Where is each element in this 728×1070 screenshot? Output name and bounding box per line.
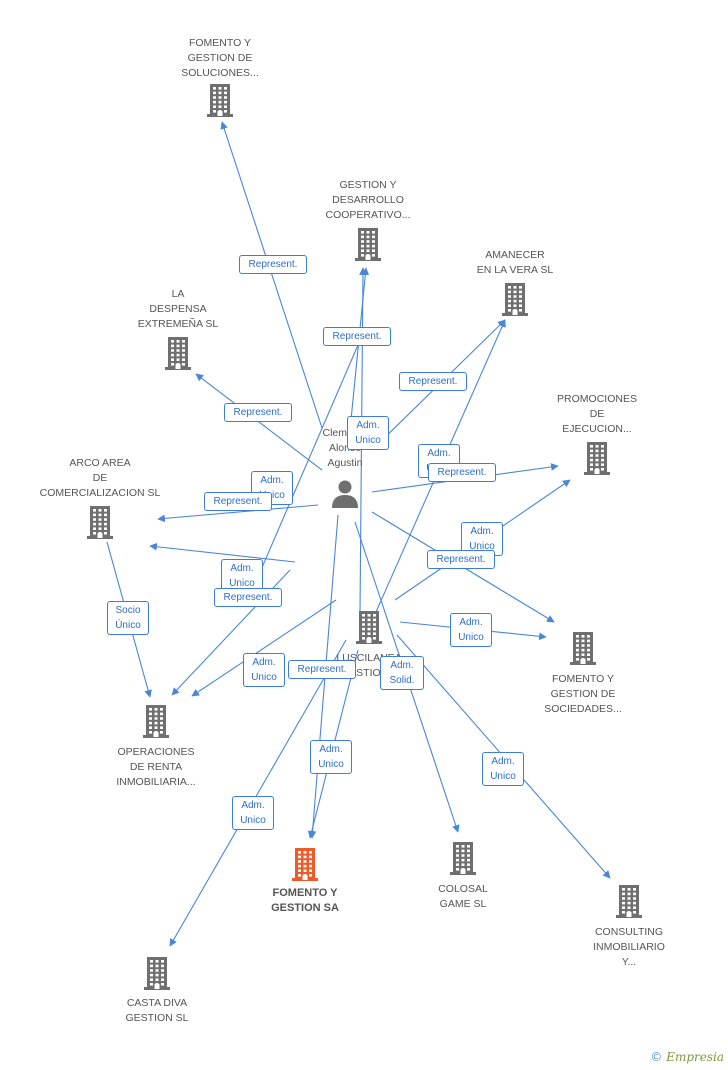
relationship-label: Adm. Unico (482, 752, 524, 786)
relationship-edge (195, 373, 323, 471)
building-icon[interactable] (448, 840, 478, 876)
relationship-label: Represent. (428, 463, 496, 482)
relationship-label: Represent. (239, 255, 307, 274)
building-icon[interactable] (290, 846, 320, 882)
company-label[interactable]: FOMENTO Y GESTION DE SOCIEDADES... (544, 673, 622, 715)
relationship-label: Represent. (288, 660, 356, 679)
building-icon[interactable] (163, 335, 193, 371)
building-icon[interactable] (205, 82, 235, 118)
relationship-label: Adm. Unico (221, 559, 263, 593)
building-icon[interactable] (142, 955, 172, 991)
relationship-label: Adm. Unico (347, 416, 389, 450)
relationship-edge (169, 639, 347, 947)
building-icon[interactable] (614, 883, 644, 919)
building-icon[interactable] (582, 440, 612, 476)
person-label[interactable]: Clemente Alonso Agustin (322, 427, 368, 469)
relationship-label: Adm. Unico (450, 613, 492, 647)
company-label[interactable]: PROMOCIONES DE EJECUCION... (557, 393, 637, 435)
relationship-edge (220, 121, 323, 429)
company-label[interactable]: AMANECER EN LA VERA SL (476, 249, 554, 276)
building-icon[interactable] (141, 703, 171, 739)
relationship-label: Adm. Unico (232, 796, 274, 830)
company-label[interactable]: OPERACIONES DE RENTA INMOBILIARIA... (116, 746, 196, 788)
building-icon[interactable] (353, 226, 383, 262)
brand-logo: Empresia (666, 1050, 724, 1064)
relationship-label: Represent. (204, 492, 272, 511)
building-icon[interactable] (85, 504, 115, 540)
relationship-edge (149, 542, 296, 563)
company-label[interactable]: FOMENTO Y GESTION SA (271, 887, 339, 914)
relationship-label: Represent. (224, 403, 292, 422)
company-label[interactable]: COLOSAL GAME SL (438, 883, 488, 910)
company-label[interactable]: FOMENTO Y GESTION DE SOLUCIONES... (181, 37, 259, 79)
building-icon[interactable] (500, 281, 530, 317)
relationship-label: Adm. Unico (243, 653, 285, 687)
relationship-label: Represent. (214, 588, 282, 607)
company-label[interactable]: GESTION Y DESARROLLO COOPERATIVO... (325, 179, 411, 221)
company-label[interactable]: CASTA DIVA GESTION SL (125, 997, 189, 1024)
relationship-label: Represent. (323, 327, 391, 346)
relationship-label: Adm. Solid. (380, 656, 424, 690)
relationship-label: Represent. (399, 372, 467, 391)
building-icon[interactable] (568, 630, 598, 666)
company-label[interactable]: LA DESPENSA EXTREMEÑA SL (137, 288, 219, 330)
copyright-icon: © (650, 1050, 663, 1064)
relationship-label: Represent. (427, 550, 495, 569)
relationship-edge (157, 504, 319, 523)
company-label[interactable]: CONSULTING INMOBILIARIO Y... (593, 926, 665, 968)
relationship-edge (191, 599, 337, 697)
relationship-edge (349, 267, 370, 431)
brand-footer: ©Empresia (650, 1050, 724, 1064)
relationship-edge (247, 344, 359, 601)
company-label[interactable]: ARCO AREA DE COMERCIALIZACION SL (39, 457, 161, 499)
person-icon[interactable] (330, 478, 360, 514)
building-icon[interactable] (354, 609, 384, 645)
relationship-label: Adm. Unico (310, 740, 352, 774)
relationship-label: Socio Único (107, 601, 149, 635)
